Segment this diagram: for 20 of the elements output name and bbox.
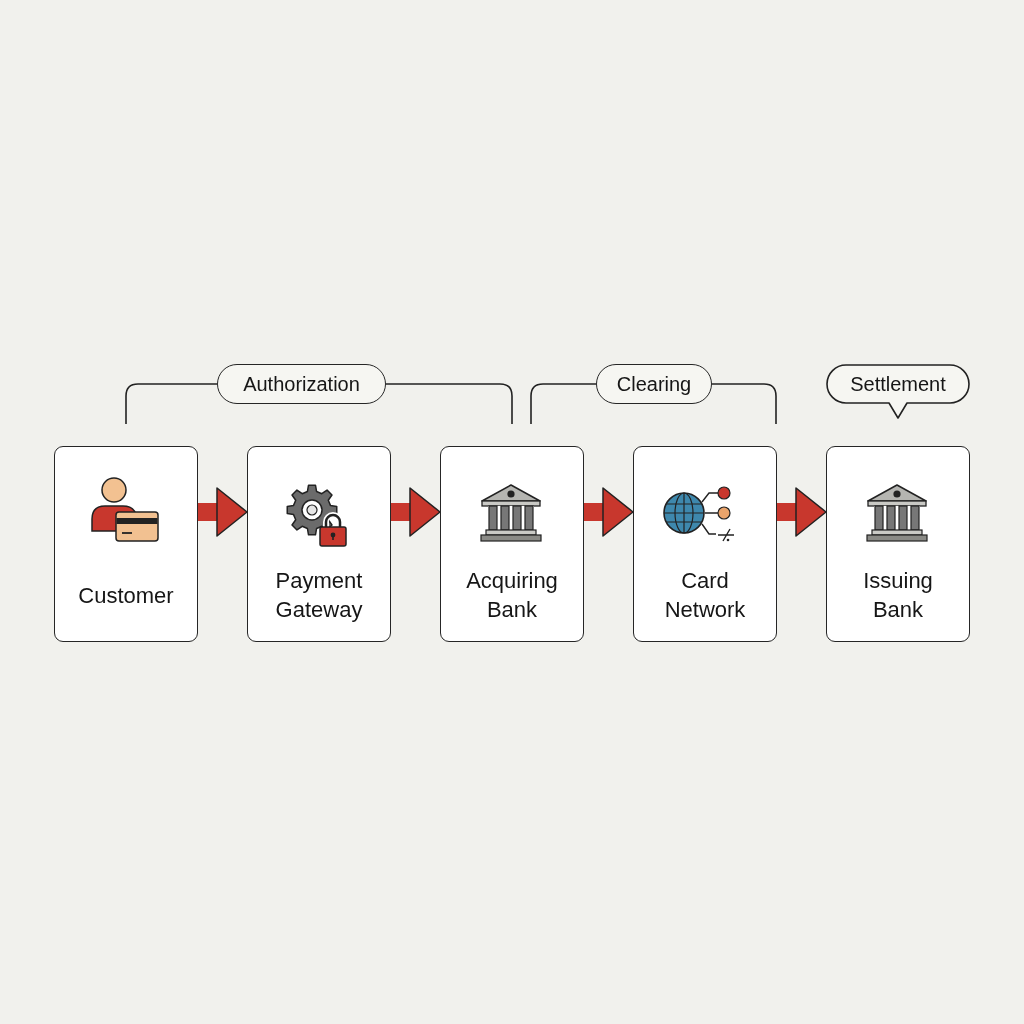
arrow [584,487,634,537]
process-box [440,446,584,642]
speech-bubble [826,364,970,420]
step-label: Payment Gateway [274,567,364,624]
step-label: Issuing Bank [862,567,934,624]
process-box [633,446,777,642]
phase-label: Authorization [243,372,360,396]
step-label: Acquiring Bank [465,567,559,624]
process-box [54,446,198,642]
step-label: Card Network [663,567,747,624]
phase-label: Clearing [616,372,692,396]
process-box [247,446,391,642]
process-box [826,446,970,642]
arrow [777,487,827,537]
phase-label: Settlement [850,372,946,396]
arrow [391,487,441,537]
phase-pill [596,364,712,404]
phase-pill [217,364,386,404]
step-label: Customer [78,581,174,610]
arrow [198,487,248,537]
